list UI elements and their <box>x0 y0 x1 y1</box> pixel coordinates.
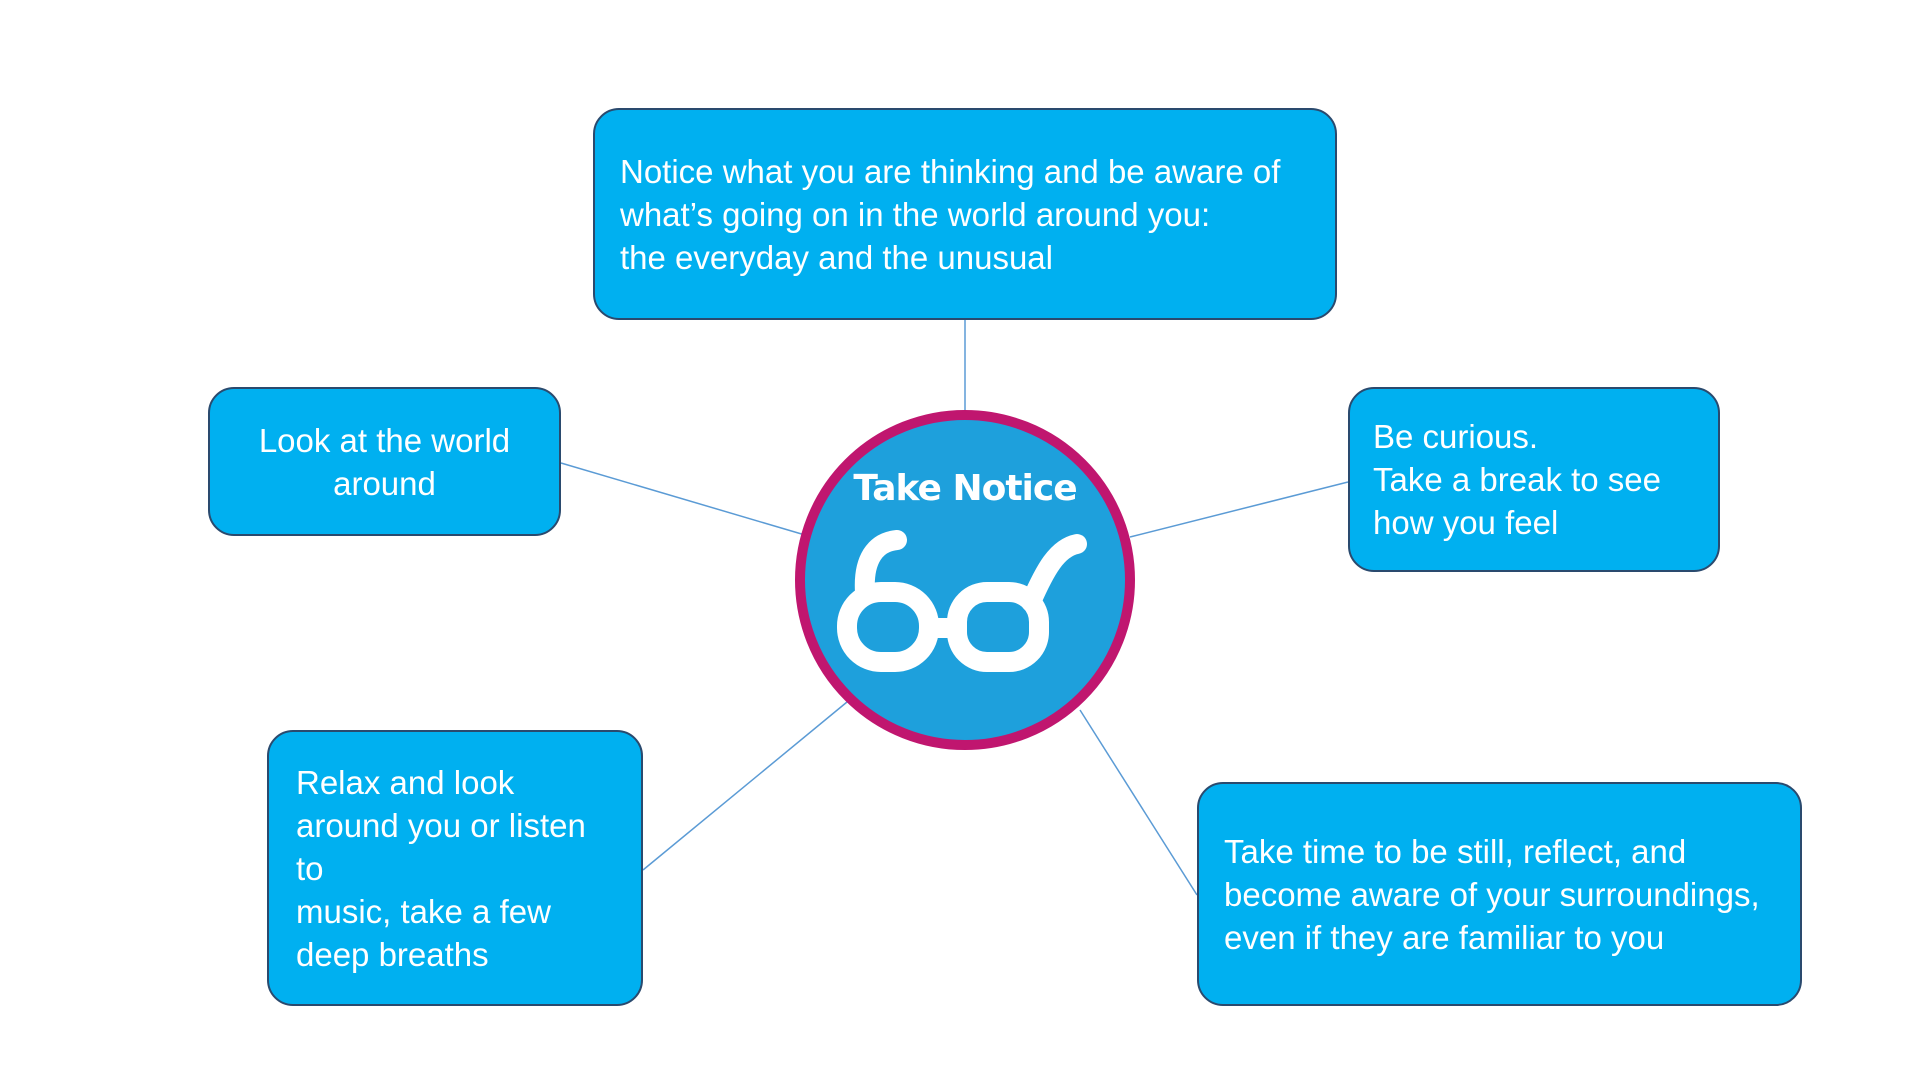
top-note-box: Notice what you are thinking and be awar… <box>593 108 1337 320</box>
take-notice-badge: Take Notice <box>795 410 1135 750</box>
top-note-text: Notice what you are thinking and be awar… <box>620 152 1281 276</box>
center-title: Take Notice <box>853 468 1077 509</box>
connector-bottom-right <box>1079 709 1198 896</box>
bottom-right-note-text: Take time to be still, reflect, and beco… <box>1224 832 1760 956</box>
bottom-left-note-text: Relax and look around you or listen to m… <box>296 763 586 973</box>
left-note-box: Look at the world around <box>208 387 561 536</box>
right-note-text: Be curious. Take a break to see how you … <box>1373 418 1662 541</box>
connector-bottom-left <box>642 701 848 871</box>
bottom-right-note-box: Take time to be still, reflect, and beco… <box>1197 782 1802 1006</box>
glasses-icon <box>837 530 1087 672</box>
connector-right <box>1129 481 1349 538</box>
right-note-box: Be curious. Take a break to see how you … <box>1348 387 1720 572</box>
connector-left <box>560 462 806 536</box>
left-note-text: Look at the world around <box>258 421 511 502</box>
bottom-left-note-box: Relax and look around you or listen to m… <box>267 730 643 1006</box>
